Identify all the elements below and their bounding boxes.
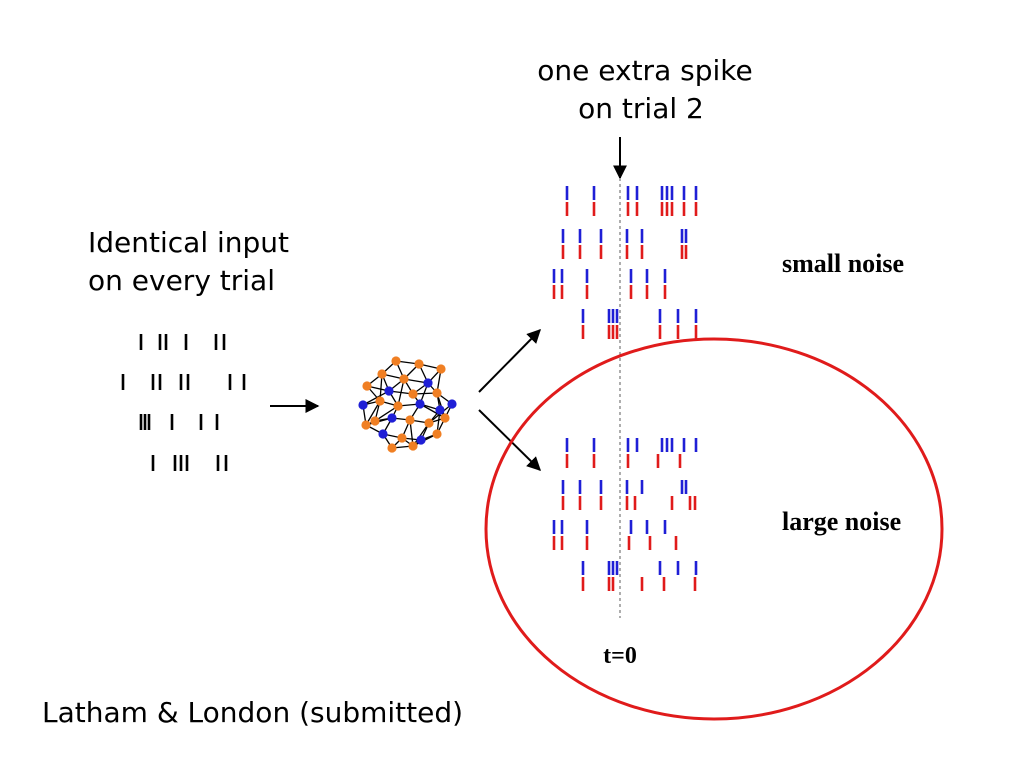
network-node-orange (391, 356, 401, 366)
network-node-orange (397, 433, 407, 443)
network-edge (412, 422, 430, 447)
network-to-large-noise-arrow (478, 409, 541, 471)
extra-spike-annotation-line1: one extra spike (537, 54, 752, 87)
network-node-orange (393, 401, 403, 411)
extra-spike-annotation-line2: on trial 2 (578, 92, 704, 125)
network-node-orange (408, 441, 418, 451)
network-node-orange (440, 413, 450, 423)
network-node-orange (432, 429, 442, 439)
network-node-orange (361, 420, 371, 430)
input-label-line1: Identical input (88, 226, 289, 259)
network-node-blue (416, 435, 426, 445)
t0-label: t=0 (603, 643, 637, 669)
small-noise-raster (552, 186, 698, 339)
network-node-blue (447, 399, 457, 409)
input-label-line2: on every trial (88, 264, 275, 297)
network-node-blue (435, 405, 445, 415)
network-node-orange (387, 443, 397, 453)
network-to-small-noise-arrow (478, 329, 541, 393)
network-edge (365, 400, 381, 426)
network-node-orange (377, 369, 387, 379)
small-noise-label: small noise (782, 249, 904, 278)
network-node-orange (362, 381, 372, 391)
network-node-orange (432, 388, 442, 398)
network-node-blue (358, 400, 368, 410)
network-node-orange (375, 396, 385, 406)
network-node-blue (387, 413, 397, 423)
network-node-orange (408, 389, 418, 399)
network-node-blue (384, 386, 394, 396)
citation: Latham & London (submitted) (42, 696, 463, 729)
network-node-blue (423, 378, 433, 388)
network-node-orange (405, 415, 415, 425)
network-edge (362, 390, 390, 406)
network-graph (358, 356, 457, 453)
input-spike-raster (121, 334, 246, 471)
network-edge (419, 403, 446, 419)
highlight-ellipse (484, 337, 944, 721)
network-node-orange (424, 418, 434, 428)
large-noise-raster (552, 438, 698, 591)
network-node-orange (370, 416, 380, 426)
network-node-blue (378, 429, 388, 439)
network-node-orange (436, 364, 446, 374)
network-node-orange (414, 359, 424, 369)
network-node-blue (415, 399, 425, 409)
network-node-orange (399, 374, 409, 384)
large-noise-label: large noise (782, 507, 901, 536)
